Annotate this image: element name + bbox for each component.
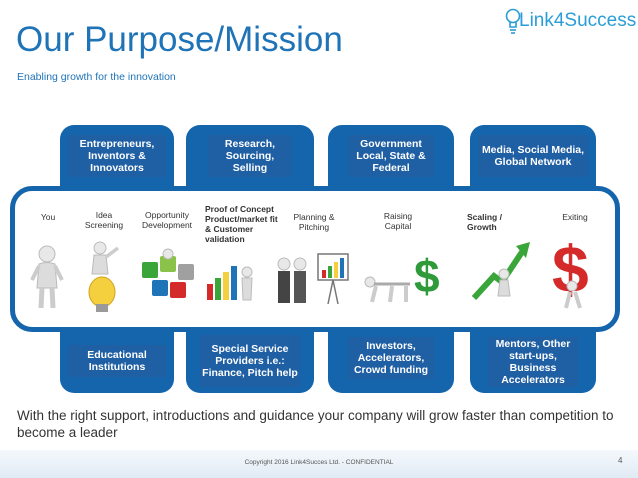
bottom-box-label: Special Service Providers i.e.: Finance,…: [200, 335, 300, 387]
top-box-label: Government Local, State & Federal: [348, 135, 434, 177]
top-box-label: Research, Sourcing, Selling: [208, 135, 292, 177]
svg-text:$: $: [414, 250, 440, 302]
top-box-1: Entrepreneurs, Inventors & Innovators: [60, 125, 174, 187]
bottom-box-1: Educational Institutions: [60, 331, 174, 393]
lightbulb-icon: [88, 241, 120, 312]
lightbulb-icon: [505, 8, 521, 34]
presentation-board-icon: [277, 253, 349, 305]
footer-bar: [0, 450, 638, 478]
copyright-text: Copyright 2016 Link4Succes Ltd. - CONFID…: [244, 459, 394, 466]
top-box-4: Media, Social Media, Global Network: [470, 125, 596, 187]
bottom-box-label: Mentors, Other start-ups, Business Accel…: [488, 337, 578, 387]
stage-label-planning-pitching: Planning & Pitching: [293, 212, 335, 232]
dollar-icon: $: [364, 250, 440, 303]
bottom-box-4: Mentors, Other start-ups, Business Accel…: [470, 331, 596, 393]
top-box-3: Government Local, State & Federal: [328, 125, 454, 187]
puzzle-icon: [142, 248, 194, 298]
stage-label-exiting: Exiting: [562, 212, 588, 222]
bottom-box-2: Special Service Providers i.e.: Finance,…: [186, 331, 314, 393]
logo-text: Link4Success: [519, 10, 637, 31]
stage-label-raising-capital: Raising Capital: [383, 211, 413, 231]
person-figure: [30, 245, 64, 309]
slide-title: Our Purpose/Mission: [16, 20, 343, 59]
bottom-box-label: Educational Institutions: [68, 345, 166, 377]
bar-chart-icon: [207, 266, 253, 301]
page-number: 4: [618, 456, 623, 465]
stage-label-proof-of-concept: Proof of Concept Product/market fit & Cu…: [205, 204, 278, 244]
slide-subtitle: Enabling growth for the innovation: [17, 71, 176, 83]
top-box-2: Research, Sourcing, Selling: [186, 125, 314, 187]
stage-label-opportunity-development: Opportunity Development: [141, 210, 193, 230]
stage-label-you: You: [40, 212, 56, 222]
stage-label-scaling-growth: Scaling / Growth: [467, 212, 502, 232]
top-box-label: Media, Social Media, Global Network: [478, 135, 588, 177]
company-logo: Link4Success: [505, 4, 637, 40]
bottom-box-label: Investors, Accelerators, Crowd funding: [348, 337, 434, 379]
dollar-exit-icon: $: [552, 232, 589, 309]
top-box-label: Entrepreneurs, Inventors & Innovators: [68, 135, 166, 177]
bottom-statement: With the right support, introductions an…: [17, 408, 614, 440]
stage-label-idea-screening: Idea Screening: [84, 210, 124, 230]
bottom-box-3: Investors, Accelerators, Crowd funding: [328, 331, 454, 393]
growth-arrow-icon: [471, 242, 530, 301]
